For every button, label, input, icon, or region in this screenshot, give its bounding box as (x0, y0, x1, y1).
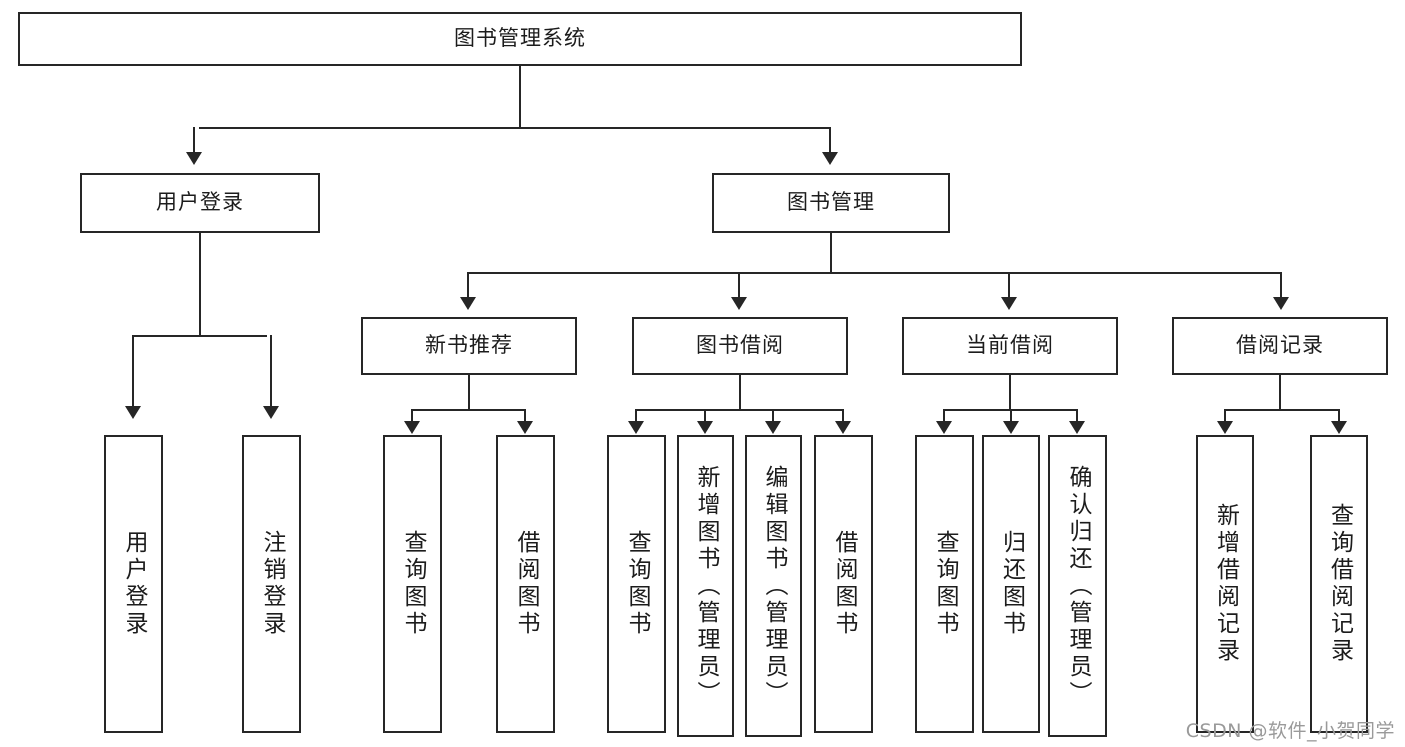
arrow-bm-to-current-borrow (1001, 297, 1017, 310)
connector-root-to-book-manage (829, 127, 831, 155)
leaf-return-book[interactable]: 归还图书 (982, 435, 1040, 733)
node-book-management[interactable]: 图书管理 (712, 173, 950, 233)
arrow-bm-to-new-book (460, 297, 476, 310)
node-label: 图书管理系统 (454, 26, 586, 51)
connector-root-bar (199, 127, 831, 129)
node-current-borrow[interactable]: 当前借阅 (902, 317, 1118, 375)
leaf-borrow-book-new[interactable]: 借阅图书 (496, 435, 555, 733)
leaf-query-borrow-record[interactable]: 查询借阅记录 (1310, 435, 1368, 733)
node-label: 用户登录 (156, 190, 244, 215)
arrow-root-to-book-manage (822, 152, 838, 165)
connector-br-to-leaf-2 (1338, 409, 1340, 423)
node-label: 确认归还（管理员） (1065, 464, 1091, 708)
leaf-borrow-book[interactable]: 借阅图书 (814, 435, 873, 733)
arrow-br-to-leaf-1 (1217, 421, 1233, 434)
connector-nb-to-leaf-1 (411, 409, 413, 423)
connector-nb-to-leaf-2 (524, 409, 526, 423)
connector-bm-to-borrow-record (1280, 272, 1282, 300)
connector-new-book-stem (468, 375, 470, 410)
node-label: 新增借阅记录 (1212, 503, 1239, 665)
arrow-br-to-leaf-2 (1331, 421, 1347, 434)
leaf-logout-login[interactable]: 注销登录 (242, 435, 301, 733)
node-label: 新增图书（管理员） (693, 464, 719, 708)
arrow-nb-to-leaf-1 (404, 421, 420, 434)
connector-current-borrow-stem (1009, 375, 1011, 410)
arrow-bb-to-leaf-4 (835, 421, 851, 434)
node-label: 借阅记录 (1236, 333, 1324, 358)
node-label: 借阅图书 (513, 530, 539, 638)
connector-root-to-user-login (193, 127, 195, 155)
csdn-watermark: CSDN @软件_小贺同学 (1185, 720, 1395, 742)
connector-user-login-to-leaf-2 (270, 335, 272, 408)
node-borrow-record[interactable]: 借阅记录 (1172, 317, 1388, 375)
connector-user-login-to-leaf-1 (132, 335, 134, 408)
arrow-nb-to-leaf-2 (517, 421, 533, 434)
leaf-query-book-current[interactable]: 查询图书 (915, 435, 974, 733)
arrow-user-login-to-leaf-2 (263, 406, 279, 419)
arrow-bb-to-leaf-2 (697, 421, 713, 434)
connector-cb-to-leaf-1 (943, 409, 945, 423)
node-label: 编辑图书（管理员） (761, 464, 787, 708)
connector-user-login-bar (133, 335, 267, 337)
connector-book-management-stem (830, 233, 832, 273)
node-new-book-recommend[interactable]: 新书推荐 (361, 317, 577, 375)
leaf-query-book-new[interactable]: 查询图书 (383, 435, 442, 733)
connector-bm-to-new-book (467, 272, 469, 300)
connector-borrow-record-bar (1225, 409, 1339, 411)
node-label: 查询图书 (624, 530, 650, 638)
arrow-user-login-to-leaf-1 (125, 406, 141, 419)
node-label: 注销登录 (259, 530, 285, 638)
arrow-cb-to-leaf-1 (936, 421, 952, 434)
arrow-root-to-user-login (186, 152, 202, 165)
connector-bb-to-leaf-1 (635, 409, 637, 423)
connector-bb-to-leaf-3 (772, 409, 774, 423)
connector-cb-to-leaf-2 (1010, 409, 1012, 423)
connector-bm-to-book-borrow (738, 272, 740, 300)
leaf-add-borrow-record[interactable]: 新增借阅记录 (1196, 435, 1254, 733)
connector-new-book-bar (412, 409, 526, 411)
node-user-login[interactable]: 用户登录 (80, 173, 320, 233)
node-label: 图书管理 (787, 190, 875, 215)
leaf-confirm-return-admin[interactable]: 确认归还（管理员） (1048, 435, 1107, 737)
node-label: 归还图书 (998, 530, 1025, 638)
arrow-cb-to-leaf-3 (1069, 421, 1085, 434)
arrow-bm-to-borrow-record (1273, 297, 1289, 310)
leaf-add-book-admin[interactable]: 新增图书（管理员） (677, 435, 734, 737)
connector-book-management-bar (468, 272, 1282, 274)
connector-br-to-leaf-1 (1224, 409, 1226, 423)
node-label: 图书借阅 (696, 333, 784, 358)
connector-root-stem (519, 66, 521, 128)
node-root-system[interactable]: 图书管理系统 (18, 12, 1022, 66)
node-label: 当前借阅 (966, 333, 1054, 358)
connector-bb-to-leaf-2 (704, 409, 706, 423)
node-label: 查询借阅记录 (1326, 503, 1353, 665)
arrow-bm-to-book-borrow (731, 297, 747, 310)
leaf-user-login[interactable]: 用户登录 (104, 435, 163, 733)
leaf-edit-book-admin[interactable]: 编辑图书（管理员） (745, 435, 802, 737)
connector-borrow-record-stem (1279, 375, 1281, 410)
node-book-borrow[interactable]: 图书借阅 (632, 317, 848, 375)
arrow-cb-to-leaf-2 (1003, 421, 1019, 434)
arrow-bb-to-leaf-1 (628, 421, 644, 434)
connector-bb-to-leaf-4 (842, 409, 844, 423)
node-label: 查询图书 (400, 530, 426, 638)
connector-book-borrow-bar (636, 409, 844, 411)
node-label: 查询图书 (932, 530, 958, 638)
arrow-bb-to-leaf-3 (765, 421, 781, 434)
node-label: 借阅图书 (831, 530, 857, 638)
leaf-query-book-borrow[interactable]: 查询图书 (607, 435, 666, 733)
node-label: 新书推荐 (425, 333, 513, 358)
connector-book-borrow-stem (739, 375, 741, 410)
node-label: 用户登录 (121, 530, 147, 638)
connector-user-login-stem (199, 233, 201, 336)
connector-bm-to-current-borrow (1008, 272, 1010, 300)
connector-cb-to-leaf-3 (1076, 409, 1078, 423)
